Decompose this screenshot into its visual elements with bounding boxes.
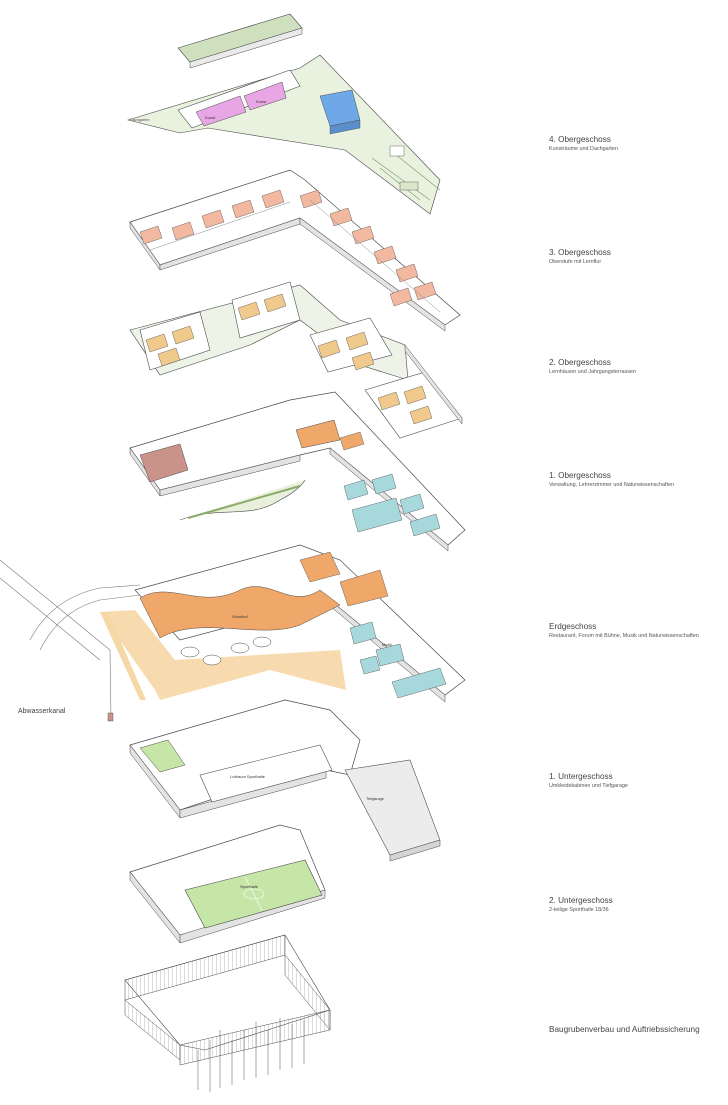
level-label-baugrube: Baugrubenverbau und Auftriebssicherung [549,1025,700,1035]
kunst-room-1 [195,95,247,127]
level-title: Baugrubenverbau und Auftriebssicherung [549,1025,700,1034]
forum-orange [139,586,341,639]
svg-text:Kunst: Kunst [256,99,267,104]
floor-4og: Kunst Kunst Dachgarten [126,54,441,215]
level-label-3og: 3. Obergeschoss Oberstufe mit Lernflur [549,248,611,265]
level-label-4og: 4. Obergeschoss Kunsträume und Dachgarte… [549,135,618,152]
level-subtitle: Oberstufe mit Lernflur [549,258,602,265]
level-subtitle: Restaurant, Forum mit Bühne, Musik und N… [549,632,699,639]
floor-eg: Schulhof Musik [0,544,466,722]
roof-top-strip [177,13,303,69]
level-title: 4. Obergeschoss [549,135,611,144]
level-title: 1. Obergeschoss [549,471,611,480]
level-subtitle: 2-teilige Sporthalle 18/36 [549,906,609,913]
level-label-2ug: 2. Untergeschoss 2-teilige Sporthalle 18… [549,896,613,913]
floor-1ug: Luftraum Sporthalle Tiefgarage [129,699,441,862]
level-label-1og: 1. Obergeschoss Verwaltung, Lehrerzimmer… [549,471,674,488]
level-label-1ug: 1. Untergeschoss Umkleidekabinen und Tie… [549,772,628,789]
svg-text:Kunst: Kunst [205,115,216,120]
floor-2og [129,281,463,439]
level-subtitle: Lernhäuser und Jahrgangsterrassen [549,368,636,375]
svg-text:Luftraum Sporthalle: Luftraum Sporthalle [230,774,266,779]
level-subtitle: Umkleidekabinen und Tiefgarage [549,782,628,789]
svg-text:Sporthalle: Sporthalle [240,884,259,889]
floor-3og [129,169,461,332]
level-label-2og: 2. Obergeschoss Lernhäuser und Jahrgangs… [549,358,636,375]
luftraum-sporthalle [199,744,333,803]
level-title: 1. Untergeschoss [549,772,613,781]
svg-text:Schulhof: Schulhof [232,614,248,619]
tiefgarage-ramp [344,759,441,856]
abwasserkanal-label: Abwasserkanal [18,708,66,715]
level-label-eg: Erdgeschoss Restaurant, Forum mit Bühne,… [549,622,699,639]
level-title: 3. Obergeschoss [549,248,611,257]
floor-2ug: Sporthalle [129,824,326,944]
level-subtitle: Kunsträume und Dachgarten [549,145,618,152]
floor-1og [129,391,466,552]
level-title: Erdgeschoss [549,622,597,631]
schulhof-area [100,610,346,700]
level-title: 2. Untergeschoss [549,896,613,905]
level-subtitle: Verwaltung, Lehrerzimmer und Naturwissen… [549,481,674,488]
kunst-room-2 [243,81,287,111]
svg-text:Tiefgarage: Tiefgarage [366,797,384,801]
baugrube [124,934,331,1092]
level-title: 2. Obergeschoss [549,358,611,367]
brown-room [139,443,189,483]
svg-text:Musik: Musik [382,643,392,647]
svg-text:Dachgarten: Dachgarten [130,118,150,122]
